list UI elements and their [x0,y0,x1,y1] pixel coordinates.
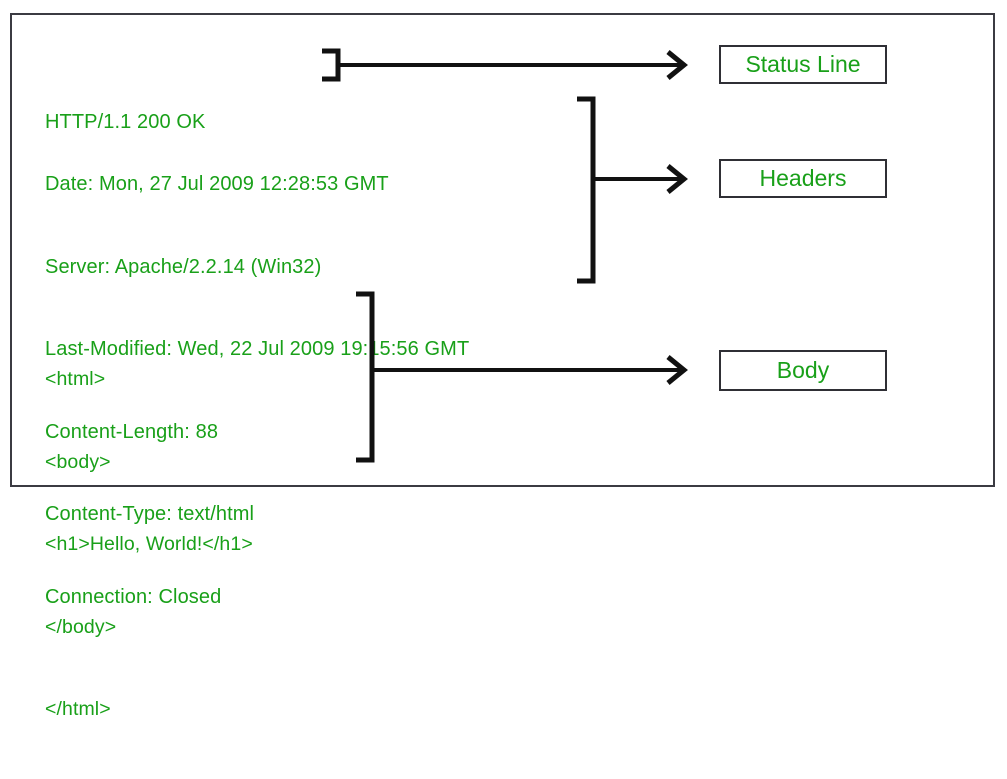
body-line: </body> [45,615,117,638]
header-line: Last-Modified: Wed, 22 Jul 2009 19:15:56… [45,338,470,360]
label-box-body: Body [719,350,887,391]
status-line-text: HTTP/1.1 200 OK [45,55,205,190]
status-line-value: HTTP/1.1 200 OK [45,111,206,133]
body-line: </html> [45,698,111,720]
label-box-status-line-text: Status Line [745,51,861,77]
body-line: <body> [45,450,111,473]
header-line: Server: Apache/2.2.14 (Win32) [45,255,322,278]
body-line: <h1>Hello, World!</h1> [45,533,253,555]
label-box-status-line: Status Line [719,45,887,84]
diagram-canvas: HTTP/1.1 200 OK Date: Mon, 27 Jul 2009 1… [10,13,995,720]
body-line: <html> [45,368,106,390]
label-box-headers: Headers [719,159,887,198]
label-box-headers-text: Headers [759,165,847,191]
label-box-body-text: Body [776,357,830,383]
header-line: Content-Length: 88 [45,420,219,443]
body-text-block: <html> <body> <h1>Hello, World!</h1> </b… [45,311,253,779]
diagram-frame [10,13,995,487]
header-line: Date: Mon, 27 Jul 2009 12:28:53 GMT [45,173,389,195]
